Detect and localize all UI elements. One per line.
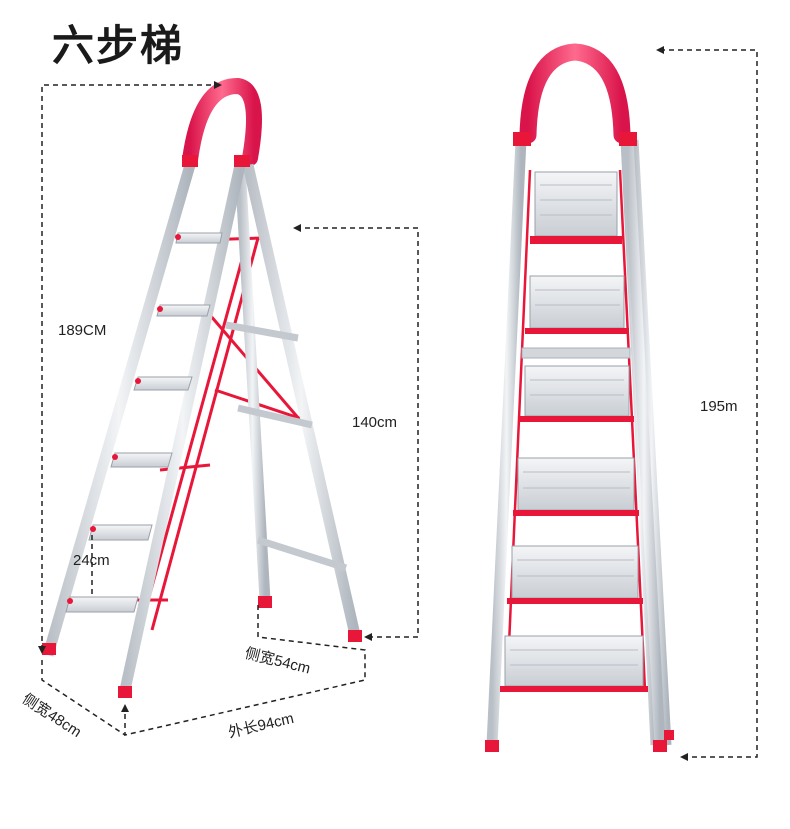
foot — [485, 740, 499, 752]
front-leg-left — [42, 163, 196, 657]
front-view-steps — [500, 171, 648, 692]
front-rail-right — [622, 139, 666, 746]
front-height-label: 195m — [700, 398, 738, 415]
dimension-lines-left — [41, 84, 419, 736]
side-view-ladder — [42, 78, 362, 698]
foot — [258, 596, 272, 608]
front-view-ladder — [485, 43, 674, 752]
total-height-label: 189CM — [58, 322, 107, 339]
page-title: 六步梯 — [52, 21, 185, 70]
ladder-handle — [519, 43, 631, 144]
back-leg-right — [242, 163, 361, 637]
platform-height-label: 140cm — [352, 414, 398, 431]
front-rail-left — [486, 139, 527, 746]
foot — [653, 740, 667, 752]
foot — [664, 730, 674, 740]
dimension-lines-right — [660, 49, 758, 758]
foot — [348, 630, 362, 642]
side-view-steps — [65, 232, 223, 613]
back-leg-left — [234, 164, 271, 601]
ladder-handle — [182, 78, 262, 168]
step-spacing-label: 24cm — [73, 552, 110, 569]
front-leg-right — [119, 163, 246, 692]
foot — [118, 686, 132, 698]
